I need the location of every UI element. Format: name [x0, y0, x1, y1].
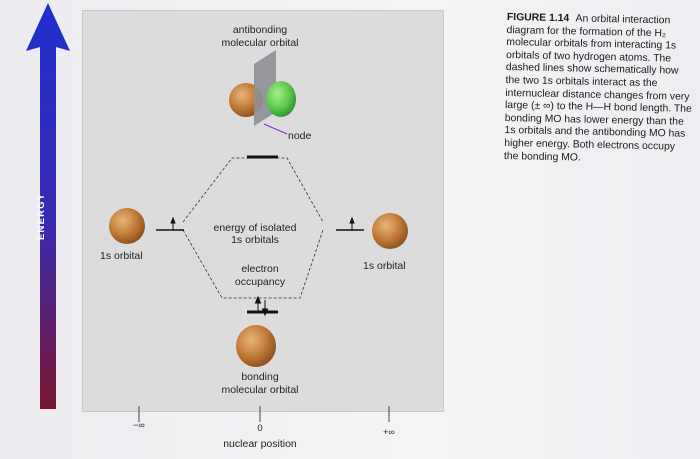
antibonding-label-line1: antibonding	[232, 24, 288, 36]
left-orbital-label: 1s orbital	[100, 250, 143, 262]
figure-caption: FIGURE 1.14 An orbital interaction diagr…	[504, 12, 695, 167]
bonding-label-line2: molecular orbital	[221, 384, 299, 396]
energy-isolated-line1: energy of isolated	[213, 222, 297, 234]
tick-pos-infinity: +∞	[383, 427, 395, 437]
figure-number: FIGURE 1.14	[506, 12, 570, 25]
left-1s-orbital	[109, 208, 145, 244]
tick-neg-infinity: −∞	[133, 420, 145, 430]
energy-arrow	[26, 3, 70, 409]
bonding-orbital	[236, 325, 276, 367]
node-leader-line	[263, 123, 288, 135]
isolated-electron-arrows	[170, 216, 355, 230]
antibonding-lobe-green	[266, 81, 296, 117]
node-label: node	[288, 130, 312, 142]
antibonding-label: antibonding molecular orbital	[205, 24, 315, 50]
energy-isolated-label: energy of isolated 1s orbitals	[207, 222, 303, 246]
tick-zero: 0	[257, 423, 263, 434]
interaction-lines	[182, 157, 324, 299]
caption-text: An orbital interaction diagram for the f…	[503, 13, 692, 164]
electron-label-line1: electron	[241, 263, 279, 275]
electron-label-line2: occupancy	[234, 276, 286, 288]
electron-occupancy-label: electron occupancy	[225, 263, 295, 289]
right-orbital-label: 1s orbital	[363, 260, 406, 272]
energy-isolated-line2: 1s orbitals	[231, 234, 279, 246]
right-1s-orbital	[372, 213, 408, 249]
bonding-label-line1: bonding	[241, 371, 279, 383]
electron-pair-arrows	[254, 295, 269, 317]
bonding-label: bonding molecular orbital	[205, 371, 315, 397]
nuclear-position-label: nuclear position	[223, 438, 297, 450]
nuclear-position-axis	[138, 406, 390, 422]
antibonding-label-line2: molecular orbital	[221, 37, 299, 49]
